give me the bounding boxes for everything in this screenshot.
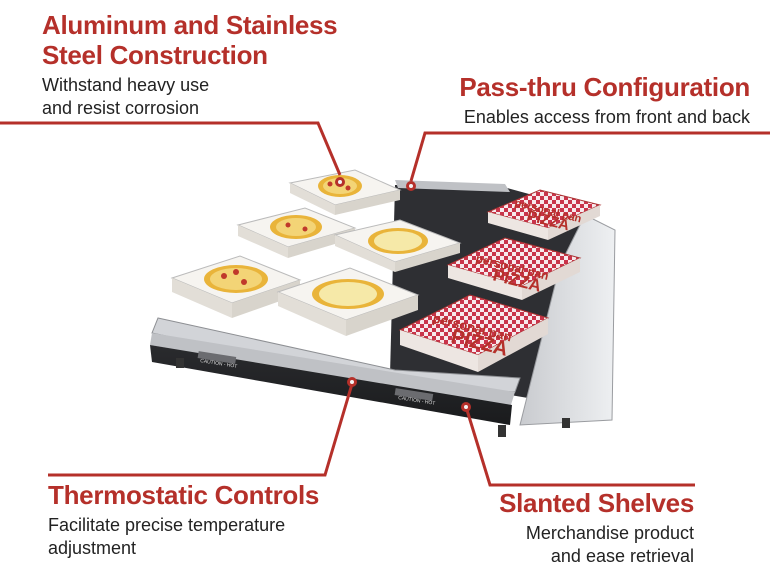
callout-title: Thermostatic Controls (48, 480, 320, 510)
callout-passthru: Pass-thru Configuration Enables access f… (459, 72, 750, 129)
foot (176, 358, 184, 368)
callout-title: Steel Construction (42, 40, 268, 70)
callout-description: Withstand heavy use (42, 75, 210, 95)
callout-thermostat: Thermostatic Controls Facilitate precise… (48, 480, 319, 560)
foot (562, 418, 570, 428)
pizza-boxes-left (170, 169, 462, 336)
callout-description: Facilitate precise temperature (48, 515, 286, 535)
connector-dots-inner (338, 180, 468, 409)
callout-title: Slanted Shelves (499, 488, 694, 518)
callout-description: adjustment (48, 538, 137, 558)
foot (498, 425, 506, 437)
connector-lines (0, 121, 770, 487)
callout-title: Aluminum and Stainless (42, 10, 338, 40)
callout-description: and resist corrosion (42, 98, 200, 118)
top-rail (395, 180, 510, 192)
callout-shelves: Slanted Shelves Merchandise product and … (499, 488, 694, 568)
callout-construction: Aluminum and Stainless Steel Constructio… (42, 10, 338, 120)
callout-title: Pass-thru Configuration (459, 72, 750, 102)
shelf-lip (150, 333, 515, 408)
panel-label: CAUTION - HOT (200, 358, 238, 370)
control-panel (150, 345, 512, 425)
panel-label-plate (197, 351, 237, 364)
pizza-boxes-right (398, 189, 602, 372)
callout-description: Merchandise product (525, 523, 694, 543)
callout-description: and ease retrieval (550, 546, 694, 566)
panel-label-plate (394, 388, 434, 401)
callout-description: Enables access from front and back (463, 107, 750, 127)
panel-label: CAUTION - HOT (398, 395, 436, 407)
